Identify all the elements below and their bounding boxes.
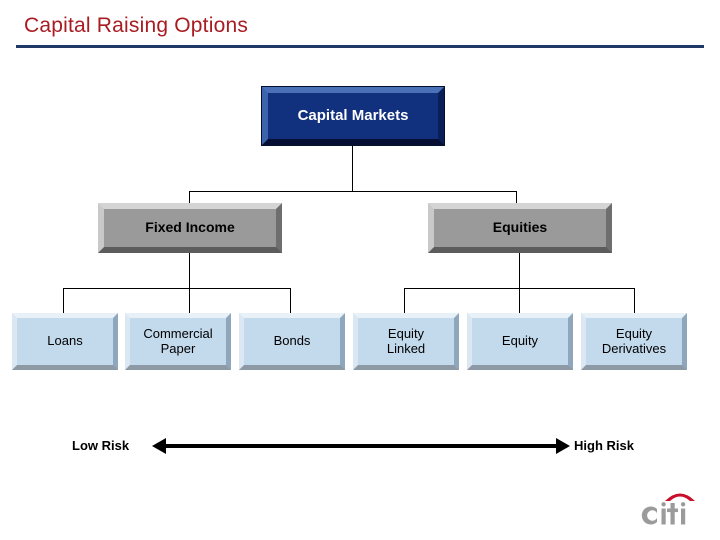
title-divider — [16, 45, 704, 48]
connector-drop-equity-linked — [404, 288, 405, 314]
citi-letter-i2 — [681, 508, 686, 525]
connector-drop-bonds — [290, 288, 291, 314]
node-equity-linked-label: Equity Linked — [381, 325, 431, 356]
connector-drop-commercial-paper — [189, 288, 190, 314]
node-commercial-paper[interactable]: Commercial Paper — [125, 313, 231, 370]
citi-letter-t — [670, 503, 675, 525]
high-risk-label: High Risk — [574, 438, 634, 453]
node-equity-line1: Equity — [501, 333, 539, 349]
node-equity-linked-line1: Equity — [387, 325, 425, 341]
node-equity-linked[interactable]: Equity Linked — [353, 313, 459, 370]
node-capital-markets-label: Capital Markets — [297, 106, 409, 124]
node-commercial-paper-line1: Commercial — [143, 325, 213, 341]
node-bonds[interactable]: Bonds — [239, 313, 345, 370]
citi-letter-i1 — [661, 508, 666, 525]
citi-logo-svg — [641, 493, 695, 525]
node-commercial-paper-line2: Paper — [160, 340, 196, 356]
node-equities-label: Equities — [492, 219, 548, 236]
connector-fixed-income-stem — [189, 252, 190, 288]
node-fixed-income-label: Fixed Income — [145, 219, 235, 236]
citi-letter-i1-dot — [661, 502, 666, 507]
node-bonds-line1: Bonds — [273, 333, 311, 349]
node-loans-label: Loans — [41, 333, 88, 349]
arrow-right-head-icon — [556, 438, 570, 454]
node-loans-line1: Loans — [47, 333, 83, 349]
node-equity-derivatives-line1: Equity — [615, 325, 653, 341]
low-risk-label: Low Risk — [72, 438, 130, 453]
node-loans[interactable]: Loans — [12, 313, 118, 370]
connector-fixed-income-bar — [63, 288, 290, 289]
citi-logo — [640, 487, 710, 531]
connector-drop-equities — [516, 191, 517, 206]
node-equity-derivatives-line2: Derivatives — [601, 340, 667, 356]
citi-letter-i2-dot — [680, 502, 686, 507]
connector-drop-fixed-income — [189, 191, 190, 206]
node-equity[interactable]: Equity — [467, 313, 573, 370]
page-title: Capital Raising Options — [24, 14, 249, 37]
arrow-shaft — [164, 444, 558, 448]
citi-letter-t-bar — [667, 508, 678, 513]
arrow-left-head-icon — [152, 438, 166, 454]
connector-root-stem — [352, 145, 353, 191]
node-equity-label: Equity — [496, 333, 544, 349]
connector-drop-equity-derivatives — [634, 288, 635, 314]
citi-arc-icon — [665, 493, 695, 501]
node-equity-derivatives-label: Equity Derivatives — [596, 325, 672, 356]
node-equity-linked-line2: Linked — [386, 340, 426, 356]
node-equity-derivatives[interactable]: Equity Derivatives — [581, 313, 687, 370]
node-commercial-paper-label: Commercial Paper — [137, 325, 218, 356]
risk-arrow — [152, 438, 570, 454]
citi-letter-c — [641, 506, 657, 525]
connector-drop-loans — [63, 288, 64, 314]
node-bonds-label: Bonds — [268, 333, 317, 349]
connector-drop-equity — [519, 288, 520, 314]
node-equities[interactable]: Equities — [428, 203, 612, 253]
node-fixed-income[interactable]: Fixed Income — [98, 203, 282, 253]
connector-root-bar — [189, 191, 516, 192]
node-capital-markets[interactable]: Capital Markets — [262, 87, 444, 145]
connector-equities-stem — [519, 252, 520, 288]
